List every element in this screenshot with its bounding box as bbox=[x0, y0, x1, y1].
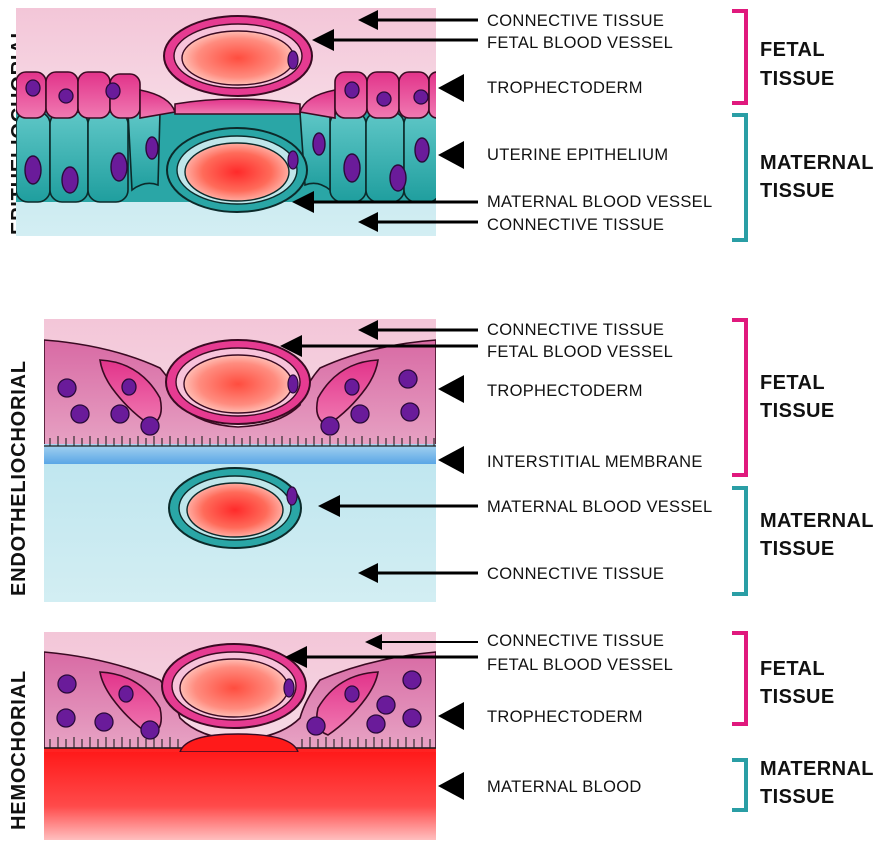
label-maternal-blood-vessel: MATERNAL BLOOD VESSEL bbox=[487, 193, 712, 211]
label-maternal-blood-vessel: MATERNAL BLOOD VESSEL bbox=[487, 498, 712, 516]
group-maternal-line1: MATERNAL bbox=[760, 510, 874, 532]
label-uterine-epithelium: UTERINE EPITHELIUM bbox=[487, 146, 668, 164]
group-maternal-line1: MATERNAL bbox=[760, 758, 874, 780]
label-connective-tissue: CONNECTIVE TISSUE bbox=[487, 321, 664, 339]
group-maternal-line2: TISSUE bbox=[760, 180, 835, 202]
panel-endotheliochorial: ENDOTHELIOCHORIAL bbox=[8, 318, 874, 602]
group-fetal-line1: FETAL bbox=[760, 658, 825, 680]
label-interstitial-membrane: INTERSTITIAL MEMBRANE bbox=[487, 453, 703, 471]
label-fetal-blood-vessel: FETAL BLOOD VESSEL bbox=[487, 656, 673, 674]
group-fetal-line2: TISSUE bbox=[760, 68, 835, 90]
label-trophectoderm: TROPHECTODERM bbox=[487, 79, 643, 97]
panel-title-hemochorial: HEMOCHORIAL bbox=[8, 670, 30, 830]
group-maternal-line2: TISSUE bbox=[760, 538, 835, 560]
label-connective-tissue-maternal: CONNECTIVE TISSUE bbox=[487, 565, 664, 583]
label-fetal-blood-vessel: FETAL BLOOD VESSEL bbox=[487, 34, 673, 52]
panel-hemochorial: HEMOCHORIAL bbox=[8, 631, 874, 840]
group-fetal-line2: TISSUE bbox=[760, 400, 835, 422]
endotheliochorial-illustration bbox=[44, 319, 436, 602]
panel-title-endotheliochorial: ENDOTHELIOCHORIAL bbox=[8, 360, 30, 596]
group-maternal-line2: TISSUE bbox=[760, 786, 835, 808]
label-fetal-blood-vessel: FETAL BLOOD VESSEL bbox=[487, 343, 673, 361]
label-connective-tissue-maternal: CONNECTIVE TISSUE bbox=[487, 216, 664, 234]
label-group-hemochorial: CONNECTIVE TISSUE FETAL BLOOD VESSEL TRO… bbox=[285, 631, 874, 812]
label-group-endotheliochorial: CONNECTIVE TISSUE FETAL BLOOD VESSEL TRO… bbox=[280, 318, 874, 596]
group-fetal-line1: FETAL bbox=[760, 39, 825, 61]
group-fetal-line2: TISSUE bbox=[760, 686, 835, 708]
epitheliochorial-illustration bbox=[16, 8, 436, 236]
label-connective-tissue: CONNECTIVE TISSUE bbox=[487, 632, 664, 650]
label-group-epitheliochorial: CONNECTIVE TISSUE FETAL BLOOD VESSEL TRO… bbox=[292, 9, 874, 242]
label-trophectoderm: TROPHECTODERM bbox=[487, 382, 643, 400]
group-fetal-line1: FETAL bbox=[760, 372, 825, 394]
hemochorial-illustration bbox=[44, 632, 436, 840]
panel-epitheliochorial: EPITHELIOCHORIAL bbox=[8, 8, 874, 242]
group-maternal-line1: MATERNAL bbox=[760, 152, 874, 174]
label-connective-tissue: CONNECTIVE TISSUE bbox=[487, 12, 664, 30]
label-trophectoderm: TROPHECTODERM bbox=[487, 708, 643, 726]
label-maternal-blood: MATERNAL BLOOD bbox=[487, 778, 642, 796]
